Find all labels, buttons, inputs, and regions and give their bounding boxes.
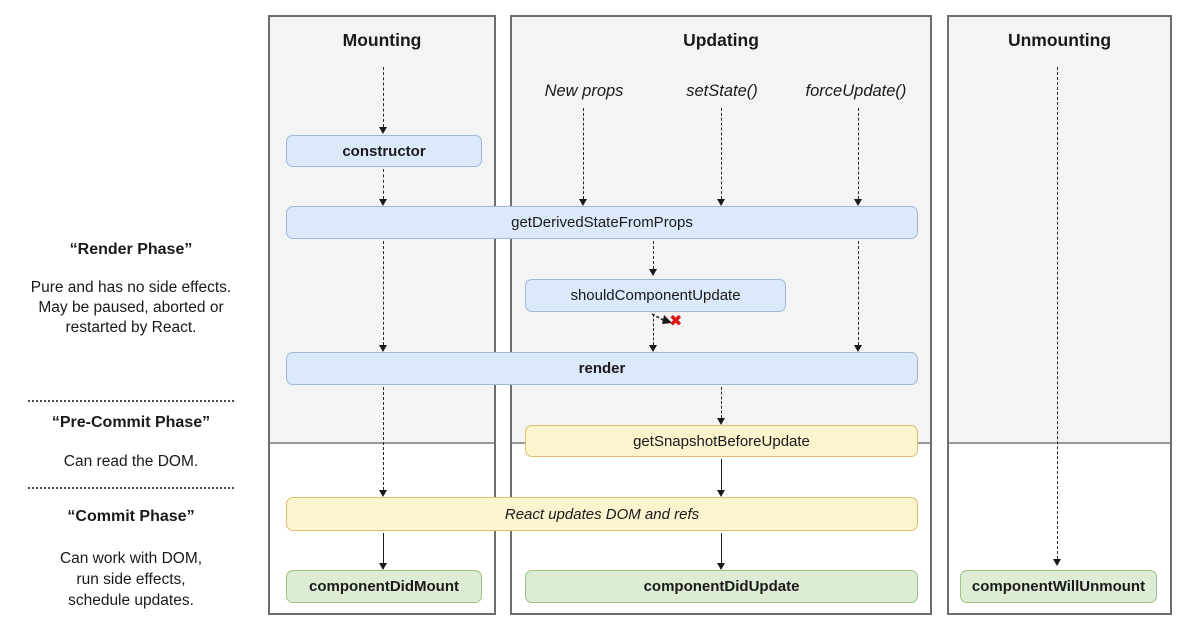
render-phase-region [949,17,1170,444]
component-did-update-box: componentDidUpdate [525,570,918,603]
flow-arrow-domupdate-to-didupdate [716,533,725,570]
component-will-unmount-box: componentWillUnmount [960,570,1157,603]
should-component-update-box: shouldComponentUpdate [525,279,786,312]
pre-commit-phase-description: Can read the DOM. [63,453,199,470]
commit-phase-title: “Commit Phase” [67,508,195,525]
render-phase-description: Pure and has no side effects. May be pau… [30,279,232,336]
abort-branch-arrow [651,313,672,324]
unmounting-column-title: Unmounting [1007,30,1112,50]
abort-x-icon: ✖ [669,313,683,330]
mounting-column-title: Mounting [342,30,422,50]
component-did-mount-box: componentDidMount [286,570,482,603]
phase-divider [28,400,234,402]
flow-arrow-mount-start [378,67,387,134]
flow-arrow-gsbu-to-domupdate [716,459,725,497]
flow-arrow-scu-to-render [648,314,657,352]
flow-arrow-unmount-to-willunmount [1052,67,1061,566]
render-phase-title: “Render Phase” [69,241,193,258]
flow-arrow-constructor-to-gdsfp [378,169,387,206]
flow-arrow-render-to-domupdate-mount [378,387,387,497]
trigger-force-update: forceUpdate() [805,82,907,100]
flow-arrow-render-to-gsbu [716,387,725,425]
trigger-set-state: setState() [686,82,758,100]
constructor-box: constructor [286,135,482,167]
flow-arrow-gdsfp-to-scu [648,241,657,276]
trigger-new-props: New props [544,82,624,100]
commit-phase-description: Can work with DOM, run side effects, sch… [59,550,203,609]
flow-arrow-forceupdate-to-render [853,241,862,352]
flow-arrow-newprops-to-gdsfp [578,108,587,206]
phase-divider [28,487,234,489]
updating-column-title: Updating [683,30,759,50]
pre-commit-phase-title: “Pre-Commit Phase” [51,414,211,431]
flow-arrow-domupdate-to-didmount [378,533,387,570]
react-updates-dom-box: React updates DOM and refs [286,497,918,531]
get-snapshot-before-update-box: getSnapshotBeforeUpdate [525,425,918,457]
flow-arrow-forceupdate-to-gdsfp [853,108,862,206]
render-box: render [286,352,918,385]
unmounting-column: Unmounting [947,15,1172,615]
get-derived-state-from-props-box: getDerivedStateFromProps [286,206,918,239]
flow-arrow-gdsfp-to-render-mount [378,241,387,352]
flow-arrow-setstate-to-gdsfp [716,108,725,206]
